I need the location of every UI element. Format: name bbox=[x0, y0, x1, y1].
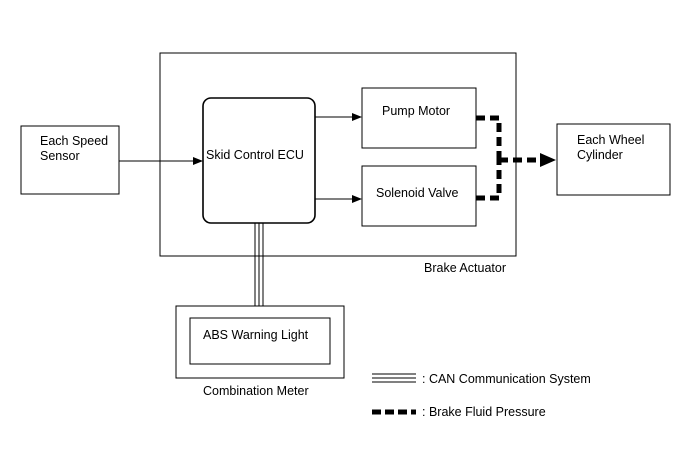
combination-meter-box bbox=[175, 305, 345, 379]
wheel-cylinder-box bbox=[556, 123, 671, 196]
fluid-pressure-arrowhead bbox=[540, 153, 556, 167]
abs-warning-light-box bbox=[189, 317, 331, 365]
legend-fluid-label: : Brake Fluid Pressure bbox=[422, 405, 546, 419]
brake-actuator-box bbox=[159, 52, 517, 257]
wheel-cylinder-label: Each Wheel Cylinder bbox=[577, 133, 645, 162]
legend-can-symbol bbox=[372, 373, 416, 383]
brake-actuator-label: Brake Actuator bbox=[424, 261, 506, 275]
speed-sensor-box bbox=[20, 125, 120, 195]
can-line-ecu-to-meter bbox=[254, 223, 264, 306]
pump-motor-label: Pump Motor bbox=[382, 104, 451, 118]
legend-can-label: : CAN Communication System bbox=[422, 372, 591, 386]
fluid-pressure-lines bbox=[476, 115, 540, 201]
abs-warning-light-label: ABS Warning Light bbox=[203, 328, 309, 342]
speed-sensor-label: Each Speed Sensor bbox=[40, 134, 109, 163]
ecu-label: Skid Control ECU bbox=[206, 148, 304, 162]
combination-meter-label: Combination Meter bbox=[203, 384, 309, 398]
solenoid-valve-label: Solenoid Valve bbox=[376, 186, 459, 200]
